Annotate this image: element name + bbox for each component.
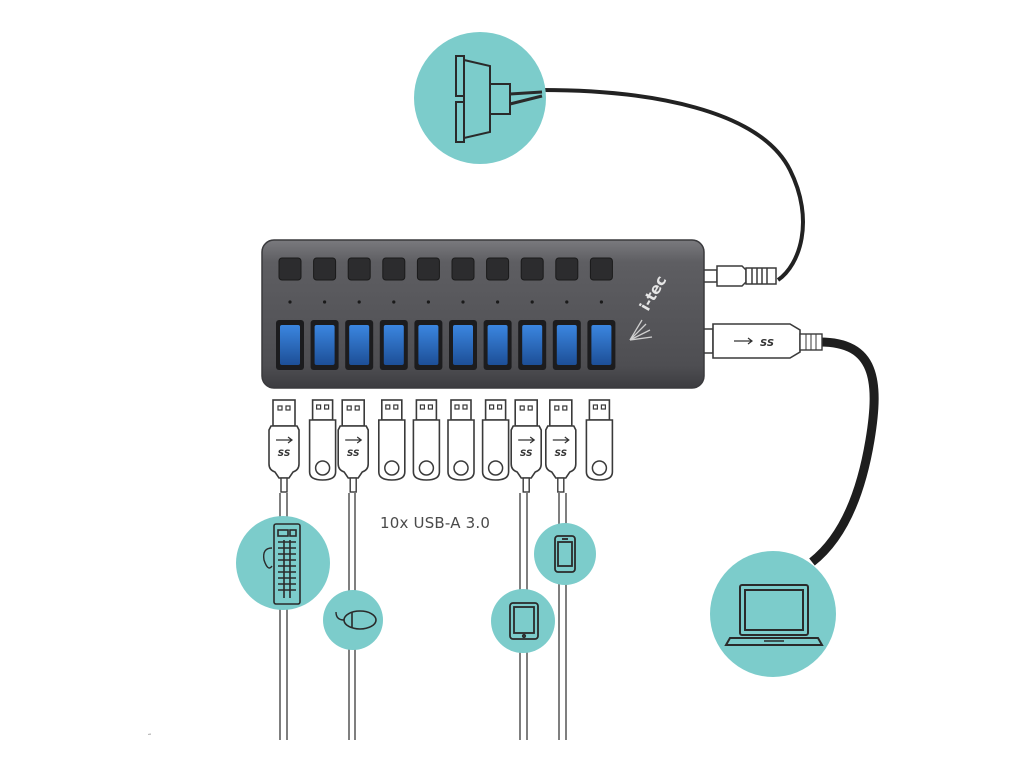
usb-a-connector xyxy=(481,399,510,481)
smartphone-icon xyxy=(554,535,576,573)
smartphone-bubble xyxy=(534,523,596,585)
usb-a-plug xyxy=(268,399,300,493)
usb-a-port-insert xyxy=(349,325,370,365)
dc-power-plug xyxy=(700,265,777,287)
laptop-icon xyxy=(724,584,824,646)
downstream-connectors xyxy=(268,399,614,493)
usb-a-port-insert xyxy=(383,325,404,365)
usb-a-port-insert xyxy=(487,325,508,365)
power-adapter-bubble xyxy=(414,32,546,164)
port-led xyxy=(599,300,604,304)
usb-a-connector xyxy=(308,399,337,481)
port-led xyxy=(323,300,327,304)
keyboard-bubble xyxy=(236,516,330,610)
usb-a-connector xyxy=(585,399,614,481)
mouse-icon xyxy=(335,610,377,630)
port-led xyxy=(461,300,465,304)
keyboard-icon xyxy=(262,523,301,605)
port-power-button[interactable] xyxy=(555,257,579,281)
power-plug-icon xyxy=(455,55,543,143)
usb-a-plug xyxy=(544,399,577,493)
port-power-button[interactable] xyxy=(520,257,544,281)
usb-a-connector xyxy=(447,399,475,481)
usb-hub: i-tec xyxy=(261,239,705,389)
upstream-cable xyxy=(809,337,879,566)
mouse-bubble xyxy=(323,590,383,650)
port-led xyxy=(392,300,396,304)
port-power-button[interactable] xyxy=(347,257,371,281)
usb-a-port-insert xyxy=(314,325,335,365)
laptop-bubble xyxy=(710,551,836,677)
port-count-caption: 10x USB-A 3.0 xyxy=(380,514,491,532)
usb-a-port-insert xyxy=(418,325,439,365)
power-cable xyxy=(541,88,805,282)
port-power-button[interactable] xyxy=(416,257,440,281)
usb-a-connector xyxy=(377,399,406,481)
usb-a-ports xyxy=(276,320,616,370)
port-led xyxy=(357,300,361,304)
port-power-button[interactable] xyxy=(589,257,613,281)
port-leds xyxy=(288,300,604,304)
usb-b-upstream-plug: SS xyxy=(696,323,823,359)
tablet-bubble xyxy=(491,589,555,653)
port-power-buttons xyxy=(278,257,613,281)
usb-a-port-insert xyxy=(522,325,543,365)
port-power-button[interactable] xyxy=(313,257,337,281)
port-power-button[interactable] xyxy=(278,257,302,281)
usb-a-plug xyxy=(510,399,543,493)
port-led xyxy=(496,300,500,304)
port-power-button[interactable] xyxy=(451,257,475,281)
port-led xyxy=(426,300,430,304)
svg-text:“: “ xyxy=(148,733,151,740)
usb-a-connector xyxy=(412,399,441,481)
usb-a-port-insert xyxy=(453,325,473,365)
usb-a-port-insert xyxy=(280,325,300,365)
port-led xyxy=(288,300,292,304)
port-power-button[interactable] xyxy=(382,257,406,281)
port-led xyxy=(565,300,569,304)
usb-a-port-insert xyxy=(591,325,612,365)
usb-a-plug xyxy=(337,399,370,493)
usb-a-port-insert xyxy=(556,325,577,365)
upstream-ss-symbol: SS xyxy=(760,338,774,349)
tablet-icon xyxy=(509,602,539,640)
port-led xyxy=(530,300,534,304)
logo-rays xyxy=(629,319,653,341)
port-power-button[interactable] xyxy=(486,257,510,281)
